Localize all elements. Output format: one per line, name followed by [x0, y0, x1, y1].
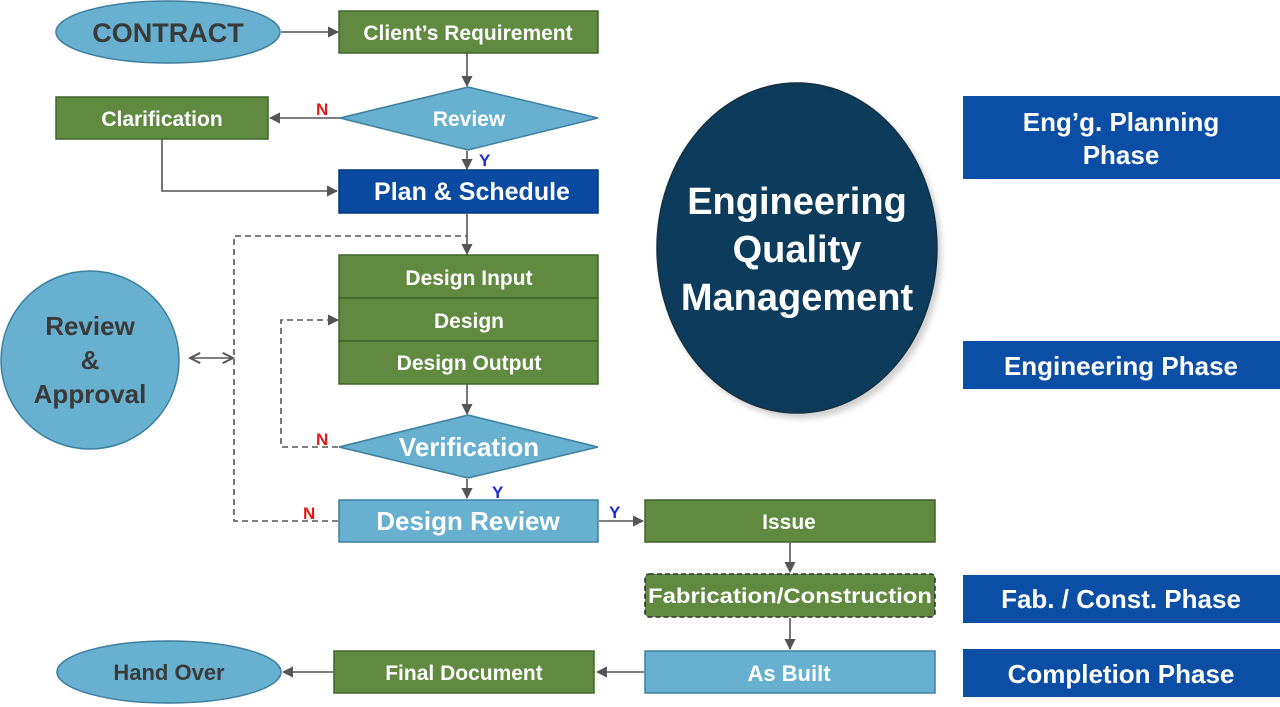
review-label: Review: [433, 108, 506, 131]
review-no-flag: N: [316, 100, 328, 119]
phase-planning-line-2: Phase: [1083, 140, 1160, 170]
decision-flags: N Y N Y N Y: [303, 100, 621, 523]
phase-engineering: Engineering Phase: [963, 341, 1280, 389]
verification-yes-flag: Y: [492, 483, 504, 502]
plan-schedule-label: Plan & Schedule: [374, 178, 570, 206]
contract-node: CONTRACT: [55, 0, 281, 64]
hand-over-node: Hand Over: [56, 640, 282, 704]
plan-schedule-box: Plan & Schedule: [338, 169, 599, 214]
phase-planning: Eng’g. Planning Phase: [963, 96, 1280, 179]
review-approval-line-3: Approval: [34, 379, 147, 409]
arrow-clarification-to-plan: [161, 139, 339, 197]
contract-label: CONTRACT: [92, 18, 244, 48]
design-review-label: Design Review: [376, 506, 560, 536]
verification-no-flag: N: [316, 430, 328, 449]
verification-label: Verification: [399, 432, 539, 462]
dashed-design-review-loop: [233, 235, 467, 522]
connectors: [161, 26, 796, 678]
design-input-label: Design Input: [405, 267, 532, 290]
hand-over-label: Hand Over: [113, 660, 225, 685]
title-ellipse: Engineering Quality Management: [656, 82, 938, 414]
title-line-1: Engineering: [687, 181, 907, 223]
issue-label: Issue: [762, 511, 816, 534]
clients-requirement-label: Client’s Requirement: [363, 22, 572, 45]
final-document-label: Final Document: [385, 662, 543, 685]
clarification-label: Clarification: [101, 108, 222, 131]
design-input-box: [338, 254, 599, 299]
design-label: Design: [434, 310, 504, 333]
review-yes-flag: Y: [479, 151, 491, 170]
as-built-label: As Built: [747, 661, 831, 686]
clients-requirement-box: Client’s Requirement: [338, 10, 599, 54]
as-built-box: As Built: [644, 650, 936, 694]
dashed-verification-loop: [280, 314, 340, 448]
design-output-box: [338, 340, 599, 385]
final-document-box: Final Document: [333, 650, 595, 694]
title-line-2: Quality: [733, 229, 862, 271]
title-line-3: Management: [681, 277, 914, 319]
phase-planning-line-1: Eng’g. Planning: [1023, 107, 1219, 137]
design-stack: Design Input Design Design Output: [338, 254, 599, 385]
design-review-box: Design Review: [338, 499, 599, 543]
design-review-no-flag: N: [303, 504, 315, 523]
clarification-box: Clarification: [55, 96, 269, 140]
review-decision: Review: [339, 86, 599, 151]
fabrication-construction-box: Fabrication/Construction: [644, 573, 936, 618]
phase-completion-label: Completion Phase: [1008, 659, 1235, 689]
review-approval-line-2: &: [81, 345, 100, 375]
phase-fab-const: Fab. / Const. Phase: [963, 575, 1280, 623]
phase-engineering-label: Engineering Phase: [1004, 351, 1238, 381]
issue-box: Issue: [644, 499, 936, 543]
phase-fab-const-label: Fab. / Const. Phase: [1001, 584, 1241, 614]
fabrication-construction-label: Fabrication/Construction: [648, 585, 932, 608]
design-review-yes-flag: Y: [609, 503, 621, 522]
review-approval-node: Review & Approval: [0, 270, 180, 450]
phase-completion: Completion Phase: [963, 649, 1280, 697]
design-output-label: Design Output: [397, 352, 542, 375]
review-approval-line-1: Review: [45, 311, 135, 341]
verification-decision: Verification: [338, 414, 599, 479]
design-box: [338, 297, 599, 342]
